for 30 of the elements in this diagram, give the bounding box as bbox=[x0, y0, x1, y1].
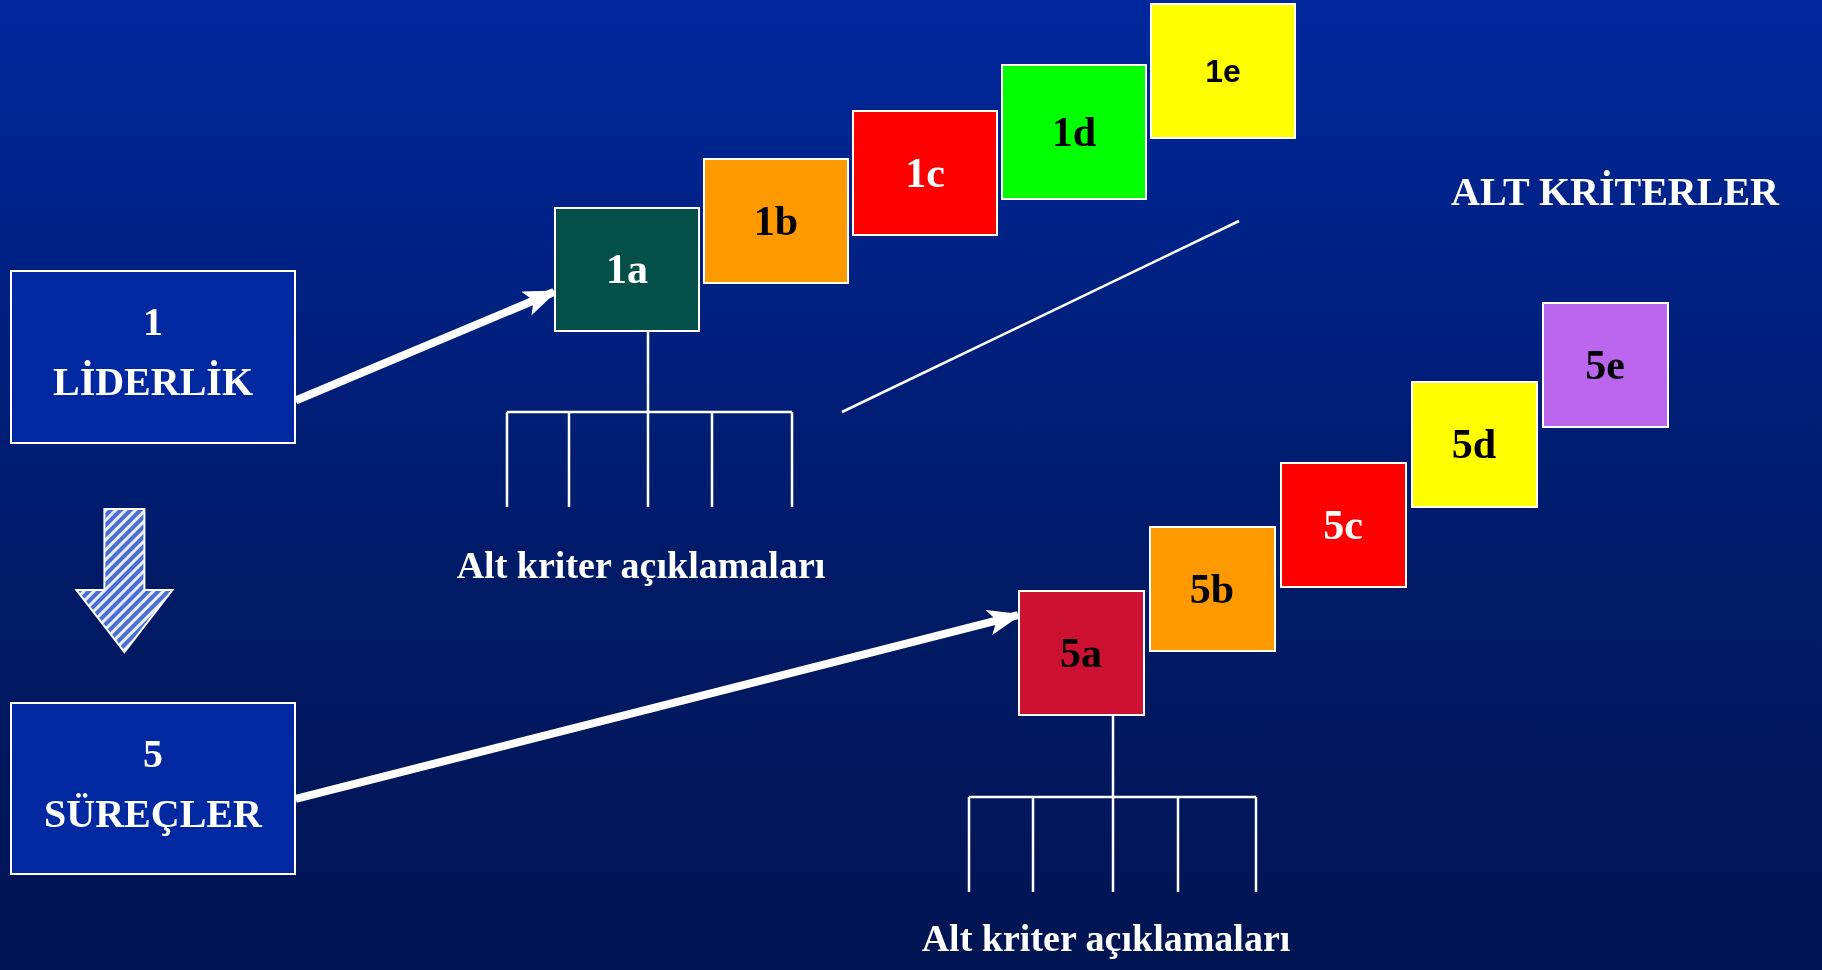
caption-text: Alt kriter açıklamaları bbox=[456, 546, 826, 584]
criterion-box bbox=[1280, 462, 1407, 588]
criterion-box bbox=[852, 110, 998, 236]
criterion-title: SÜREÇLER bbox=[44, 794, 262, 834]
section-heading: ALT KRİTERLER bbox=[1451, 172, 1779, 212]
criterion-box bbox=[554, 207, 700, 332]
subcriterion-label: 1c bbox=[905, 152, 945, 194]
subcriterion-label: 1e bbox=[1205, 55, 1241, 87]
criterion-box bbox=[1001, 64, 1147, 200]
block-arrow bbox=[74, 508, 175, 654]
criterion-number: 5 bbox=[143, 734, 163, 774]
criterion-box bbox=[1150, 3, 1296, 139]
subcriterion-label: 5e bbox=[1585, 344, 1625, 386]
subcriterion-label: 1d bbox=[1051, 111, 1097, 153]
criterion-box bbox=[703, 158, 849, 284]
subcriterion-label: 5b bbox=[1189, 568, 1235, 610]
subcriterion-label: 1a bbox=[606, 248, 648, 290]
caption-text: Alt kriter açıklamaları bbox=[921, 919, 1291, 957]
subcriterion-label: 5d bbox=[1451, 423, 1497, 465]
criterion-box bbox=[1018, 590, 1145, 716]
criterion-number: 1 bbox=[143, 302, 163, 342]
criterion-box bbox=[1411, 381, 1538, 508]
criterion-box bbox=[1542, 302, 1669, 428]
subcriterion-label: 1b bbox=[753, 200, 799, 242]
subcriterion-label: 5c bbox=[1323, 504, 1363, 546]
subcriterion-label: 5a bbox=[1060, 632, 1102, 674]
criterion-title: LİDERLİK bbox=[52, 362, 254, 402]
criterion-box bbox=[10, 270, 296, 444]
criterion-box bbox=[10, 702, 296, 875]
criterion-box bbox=[1149, 526, 1276, 652]
